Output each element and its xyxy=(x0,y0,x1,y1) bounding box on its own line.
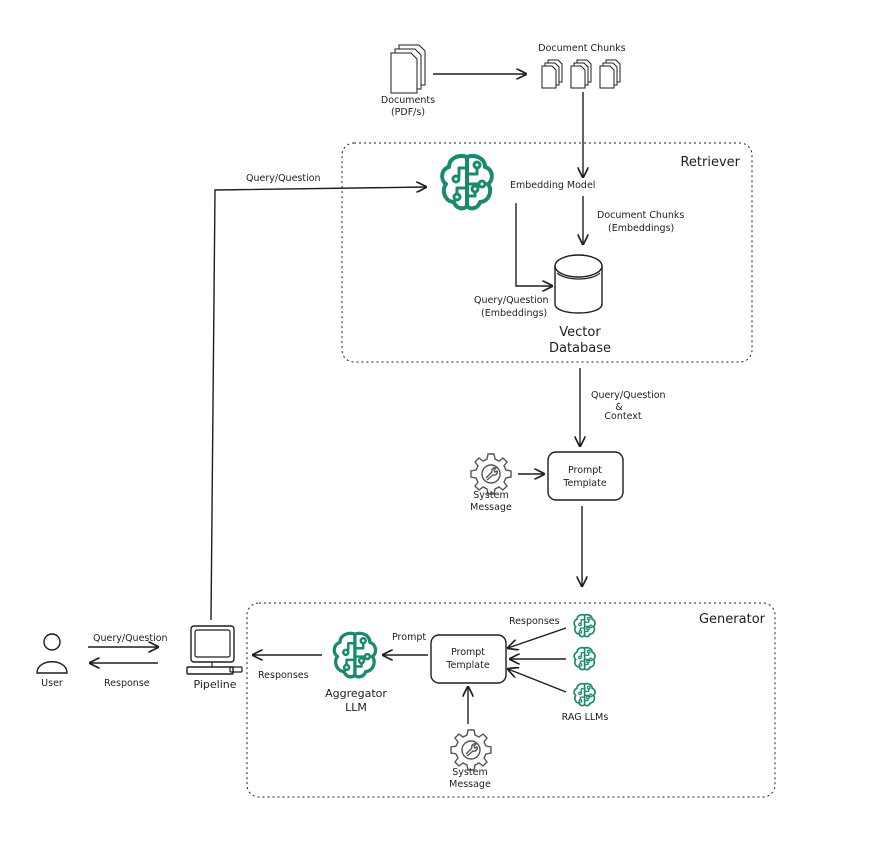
generator-prompt-template-sub-label: Template xyxy=(445,660,490,671)
prompt-template-box xyxy=(547,451,624,501)
system-message-node: System Message xyxy=(470,453,512,513)
query-context-sub-label: Context xyxy=(604,411,641,422)
gear-icon xyxy=(470,453,512,495)
retriever-group: Retriever xyxy=(341,142,753,363)
rag-llms-label: RAG LLMs xyxy=(562,712,609,723)
rag-llm-icon xyxy=(573,682,596,707)
user-label: User xyxy=(41,678,63,689)
gear-icon xyxy=(450,729,492,771)
aggregator-llm-sub-label: LLM xyxy=(345,701,367,714)
documents-format-label: (PDF/s) xyxy=(391,107,425,118)
vector-database-sub-label: Database xyxy=(549,341,611,356)
prompt-template-node: Prompt Template xyxy=(547,451,624,501)
response-label: Response xyxy=(104,678,150,689)
documents-icon xyxy=(390,44,426,94)
prompt-template-label: Prompt xyxy=(568,465,602,476)
chunk-stack-icon xyxy=(570,59,592,89)
query-question-user-label: Query/Question xyxy=(93,633,168,644)
vector-database-label: Vector xyxy=(559,325,601,340)
documents-node: Documents (PDF/s) xyxy=(381,44,435,118)
query-question-top-label: Query/Question xyxy=(246,173,321,184)
system-message-sub-label: Message xyxy=(470,502,512,513)
chunks-embeddings-sub-label: (Embeddings) xyxy=(608,223,674,234)
query-embedding-arrow xyxy=(515,203,552,286)
document-chunks-node: Document Chunks xyxy=(538,43,626,89)
generator-system-message-label: System xyxy=(452,767,487,778)
embedding-model-label: Embedding Model xyxy=(510,180,595,191)
documents-label: Documents xyxy=(381,95,435,106)
aggregator-brain-icon xyxy=(332,631,378,679)
responses-left-label: Responses xyxy=(258,670,309,681)
pipeline-label: Pipeline xyxy=(193,678,236,691)
generator-boundary xyxy=(246,602,776,798)
embedding-brain-icon xyxy=(440,154,494,211)
generator-system-message-sub-label: Message xyxy=(449,779,491,790)
retriever-boundary xyxy=(341,142,753,363)
system-message-label: System xyxy=(473,490,508,501)
generator-prompt-template-box xyxy=(430,634,507,684)
rag-llm-1-arrow xyxy=(508,627,567,648)
chunk-stack-icon xyxy=(541,59,563,89)
user-node: User xyxy=(36,633,68,689)
aggregator-llm-label: Aggregator xyxy=(325,687,387,700)
vector-database-node: Vector Database xyxy=(549,254,611,356)
query-context-label: Query/Question xyxy=(591,390,666,401)
embedding-model-node: Embedding Model xyxy=(440,154,595,211)
chunks-embeddings-label: Document Chunks xyxy=(597,210,684,221)
generator-prompt-template-node: Prompt Template xyxy=(430,634,507,684)
retriever-title: Retriever xyxy=(680,155,740,170)
chunk-stack-icon xyxy=(599,59,621,89)
rag-llm-icon xyxy=(573,613,596,638)
database-icon xyxy=(554,254,603,314)
rag-llm-icon xyxy=(573,646,596,671)
rag-llm-3-arrow xyxy=(508,669,567,693)
pipeline-node: Pipeline xyxy=(186,625,243,691)
generator-prompt-template-label: Prompt xyxy=(451,647,485,658)
query-embeddings-label: Query/Question xyxy=(474,295,549,306)
generator-title: Generator xyxy=(699,612,766,627)
computer-icon xyxy=(186,625,243,675)
responses-top-label: Responses xyxy=(509,616,560,627)
prompt-label: Prompt xyxy=(392,632,426,643)
generator-system-message-node: System Message xyxy=(449,729,492,790)
rag-llms-node: RAG LLMs xyxy=(562,613,609,723)
generator-group: Generator xyxy=(246,602,776,798)
query-context-amp-label: & xyxy=(615,402,623,413)
user-icon xyxy=(36,633,68,674)
document-chunks-label: Document Chunks xyxy=(538,43,625,54)
aggregator-llm-node: Aggregator LLM xyxy=(325,631,387,714)
prompt-template-sub-label: Template xyxy=(562,478,607,489)
pipeline-to-embedding-arrow xyxy=(210,187,426,621)
query-embeddings-sub-label: (Embeddings) xyxy=(481,308,547,319)
